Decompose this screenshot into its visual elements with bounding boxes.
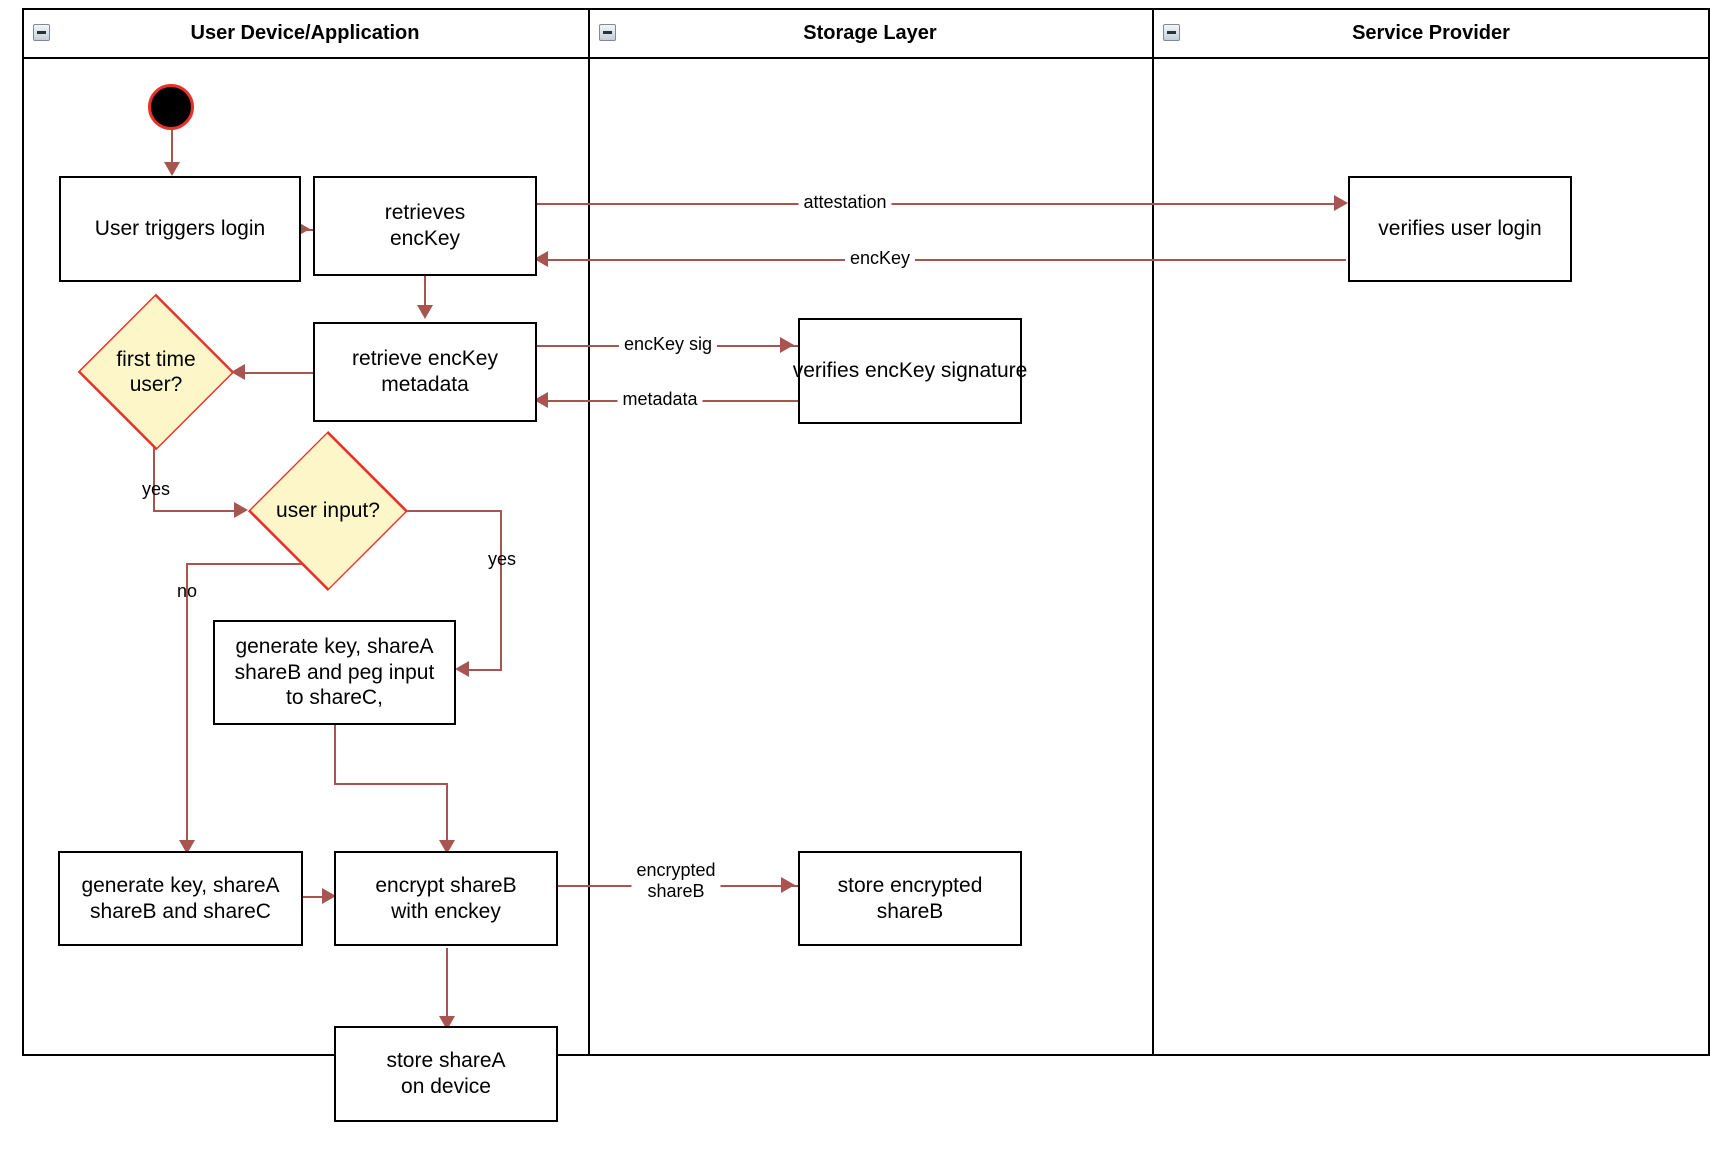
edge-label-attestation: attestation [798,192,892,213]
edge-enckey-return [546,259,1346,261]
edge-start-to-login [171,126,173,170]
edge-firsttime-yes-vertical [153,413,155,512]
edge-label-yes-user-input: yes [488,549,517,569]
lane-title-storage-layer: Storage Layer [803,22,937,44]
node-generate-peg-input[interactable]: generate key, shareA shareB and peg inpu… [213,620,456,725]
arrowhead-right [234,502,248,518]
collapse-minus-icon[interactable] [1163,24,1180,41]
node-generate-key-shares[interactable]: generate key, shareA shareB and shareC [58,851,303,946]
edge-metadata-to-firsttime [243,372,315,374]
node-store-sharea-on-device[interactable]: store shareA on device [334,1026,558,1122]
node-verifies-user-login[interactable]: verifies user login [1348,176,1572,282]
lane-divider-2 [1152,8,1154,1056]
edge-label-no-user-input: no [177,581,198,601]
decision-user-input[interactable]: user input? [245,430,411,592]
decision-label: first time user? [116,347,196,396]
arrowhead-down [439,840,455,854]
arrowhead-left [534,251,548,267]
initial-node[interactable] [148,84,194,130]
arrowhead-down [164,162,180,176]
arrowhead-right [322,888,336,904]
lane-title-user-device: User Device/Application [190,22,420,44]
node-verifies-enckey-signature[interactable]: verifies encKey signature [793,318,1027,424]
arrowhead-right [780,337,794,353]
arrowhead-right [781,877,795,893]
edge-firsttime-yes-horizontal [153,510,238,512]
edge-label-encrypted-shareb: encrypted shareB [631,860,721,902]
arrowhead-left [231,364,245,380]
arrowhead-down [417,305,433,319]
arrowhead-left [455,661,469,677]
edge-label-metadata: metadata [617,389,703,410]
node-store-encrypted-shareb[interactable]: store encrypted shareB [798,851,1022,946]
edge-userinput-yes-v [500,510,502,671]
arrowhead-right [1334,195,1348,211]
arrowhead-down [179,840,195,854]
node-encrypt-shareb[interactable]: encrypt shareB with enckey [334,851,558,946]
node-user-triggers-login[interactable]: User triggers login [59,176,301,282]
node-retrieve-enckey-metadata[interactable]: retrieve encKey metadata [313,322,537,422]
edge-userinput-no-v [186,563,188,847]
edge-label-enckey: encKey [844,248,916,269]
decision-label: user input? [276,499,380,523]
edge-encrypt-to-store-sharea [446,948,448,1023]
decision-first-time-user[interactable]: first time user? [77,293,235,451]
collapse-minus-icon[interactable] [33,24,50,41]
edge-retrieves-to-metadata [424,275,426,311]
edge-abc-to-encrypt [303,896,332,898]
edge-userinput-no-h [186,563,322,565]
edge-userinput-yes-h1 [405,510,502,512]
lane-header-rule [22,57,1710,59]
arrowhead-left [534,392,548,408]
swimlane-frame [22,8,1710,1056]
edge-userinput-yes-h2 [466,669,502,671]
edge-peg-to-encrypt-v2 [446,783,448,847]
lane-title-service-provider: Service Provider [1352,22,1510,44]
node-retrieves-enckey[interactable]: retrieves encKey [313,176,537,276]
edge-label-yes-first-time: yes [142,479,171,499]
edge-label-enckey-sig: encKey sig [618,334,718,355]
edge-peg-to-encrypt-v1 [334,725,336,785]
lane-divider-1 [588,8,590,1056]
collapse-minus-icon[interactable] [599,24,616,41]
edge-peg-to-encrypt-h [334,783,448,785]
edge-attestation [536,203,1344,205]
